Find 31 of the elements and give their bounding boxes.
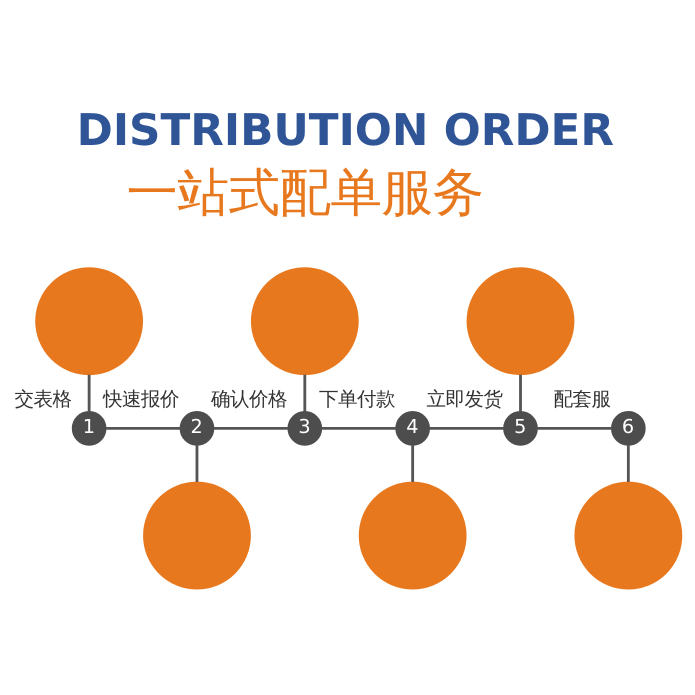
node-circle: 3: [287, 411, 322, 446]
node-label: 确认价格: [210, 387, 287, 410]
connector: [519, 374, 522, 412]
connector: [537, 426, 612, 430]
connector: [88, 374, 91, 412]
connector: [430, 426, 504, 430]
node-circle: [143, 482, 251, 590]
connector: [411, 445, 414, 482]
node-circle: [466, 267, 574, 376]
diagram-title: DISTRIBUTION ORDER: [76, 104, 614, 156]
node-circle: [250, 267, 359, 376]
label: 一站式配单服务: [126, 163, 484, 224]
connector: [106, 426, 180, 430]
node-label: 交表格: [14, 387, 72, 410]
connector: [214, 426, 288, 430]
node-circle: [358, 482, 467, 590]
node-circle: [574, 482, 682, 590]
connector: [196, 445, 198, 482]
node-label: 下单付款: [318, 387, 395, 410]
node-label: 配套服: [554, 387, 611, 410]
node-label: 快速报价: [103, 387, 180, 410]
node-circle: [35, 267, 144, 376]
node-label: 立即发货: [426, 387, 503, 410]
node-circle: 2: [180, 411, 214, 446]
connector: [626, 445, 630, 482]
node-circle: 1: [72, 411, 106, 446]
node-circle: 5: [503, 411, 538, 446]
connector: [303, 374, 306, 412]
node-circle: 4: [395, 411, 430, 446]
connector: [322, 426, 396, 430]
node-circle: 6: [611, 411, 646, 446]
